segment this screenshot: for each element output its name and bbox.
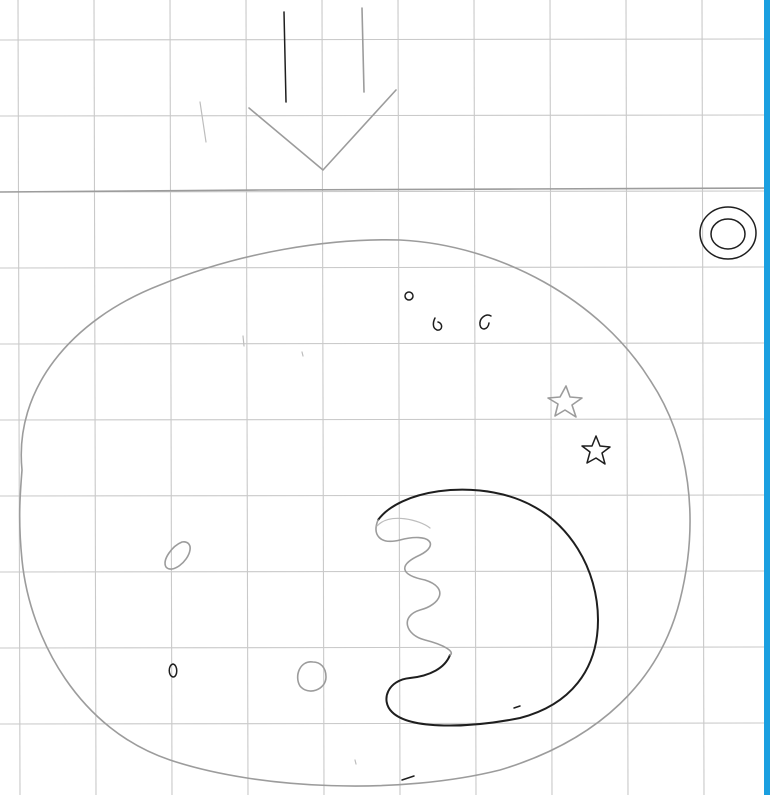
faint-dot-2 — [302, 352, 303, 356]
right-vertical-stroke — [362, 8, 364, 92]
tiny-mark-3 — [480, 315, 491, 329]
crescent-outline — [378, 490, 598, 726]
grid-vertical-line — [474, 0, 476, 795]
loop-left — [165, 542, 190, 569]
grid-horizontal-line — [0, 115, 764, 116]
edge-strip — [764, 0, 770, 795]
grid-horizontal-line — [0, 571, 764, 572]
grid-horizontal-line — [0, 647, 764, 648]
star-mark-2 — [582, 436, 610, 464]
grid-vertical-line — [322, 0, 324, 795]
outer-ring — [700, 207, 756, 259]
grid-horizontal-line — [0, 267, 764, 268]
inner-ring — [711, 219, 745, 249]
bottom-stroke — [402, 776, 414, 780]
star-mark-1 — [548, 386, 582, 417]
grid-vertical-line — [94, 0, 96, 795]
zero-mark — [169, 664, 177, 677]
tiny-circle-1 — [405, 292, 413, 300]
grid-horizontal-line — [0, 343, 764, 344]
star-marks — [548, 386, 610, 464]
faint-dot-1 — [243, 336, 244, 346]
left-vertical-stroke — [284, 12, 286, 102]
grid-vertical-line — [18, 0, 20, 795]
grid-vertical-line — [398, 0, 400, 795]
grid-horizontal-line — [0, 39, 764, 40]
double-vertical-strokes — [284, 8, 364, 102]
faint-dot-3 — [355, 760, 356, 764]
crescent-blob — [376, 490, 598, 726]
loop-bottom — [298, 662, 326, 691]
grid-horizontal-line — [0, 419, 764, 420]
crescent-inner-wave — [376, 520, 451, 655]
grid-vertical-line — [246, 0, 248, 795]
crescent-tick — [514, 706, 520, 708]
double-circle-target — [700, 207, 756, 259]
grid-horizontal-line — [0, 495, 764, 496]
faint-pencil-mark — [200, 102, 206, 142]
tiny-mark-2 — [433, 318, 441, 330]
crescent-inner-edge — [377, 518, 430, 528]
grid-vertical-line — [626, 0, 628, 795]
tiny-circle-marks — [243, 292, 491, 356]
large-oval-boundary — [20, 240, 690, 786]
grid-vertical-line — [702, 0, 704, 795]
small-loop-marks — [165, 542, 414, 780]
grid-horizontal-line — [0, 723, 764, 724]
